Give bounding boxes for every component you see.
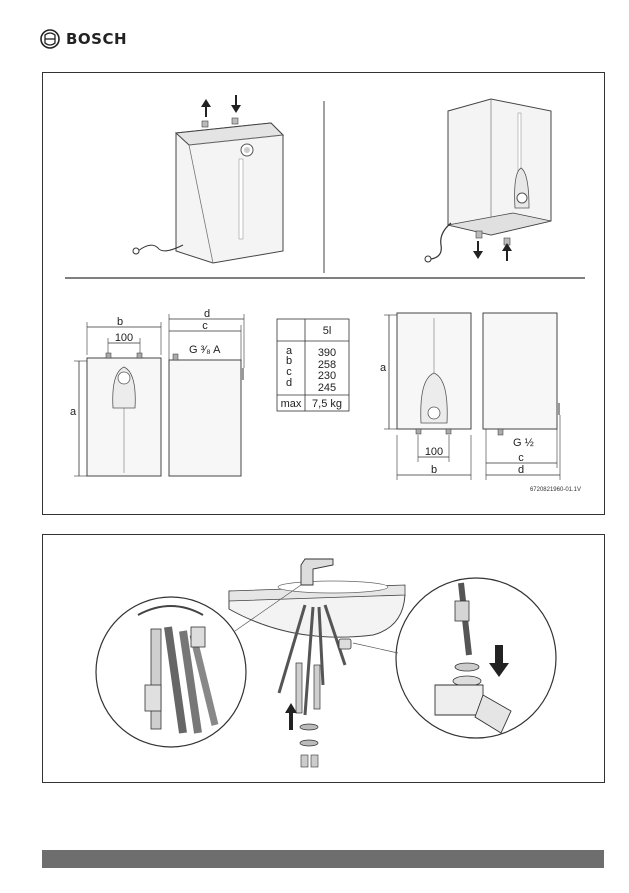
arrow-down-icon [489,645,509,677]
detail-hose-connections [95,584,302,748]
sink-illustration [228,558,406,638]
dim-b-label: b [117,316,123,328]
thread-label-left: G ³⁄₈ A [189,344,221,356]
spec-row-value: 230 [318,370,336,382]
dim-d-label: d [518,464,524,476]
bosch-armature-icon [40,29,60,49]
detail-angle-valve [352,577,557,739]
dim-b-label: b [431,464,437,476]
heater-bottom-connection-illustration [424,98,552,263]
spec-row-label: d [286,377,292,389]
flex-hoses-illustration [277,604,352,768]
arrow-down-icon [231,95,241,113]
dim-a-label: a [70,406,77,418]
front-view-top-connections [74,322,162,477]
arrow-up-icon [502,243,512,261]
arrow-up-icon [285,703,297,730]
dim-100-label: 100 [425,446,443,458]
spec-row-value: 245 [318,382,336,394]
figure-installation-panel [42,534,605,783]
figure-code: 6720821960-01.1V [530,487,581,493]
dimension-drawing: b 100 a d c G ³⁄₈ A 5l a b c d 390 2 [65,95,585,493]
spec-header: 5l [323,325,332,337]
dim-d-label: d [204,308,210,320]
dim-a-label: a [380,362,387,374]
arrow-down-icon [473,241,483,259]
spec-row-label: b [286,355,292,367]
side-view-bottom-connections [482,312,561,480]
brand-name: BOSCH [66,30,128,48]
footer-bar [42,850,604,868]
dim-c-label: c [518,452,524,464]
arrow-up-icon [201,99,211,117]
spec-max-value: 7,5 kg [312,398,342,410]
front-view-bottom-connections [384,312,472,480]
spec-row-value: 258 [318,359,336,371]
brand-header: BOSCH [40,28,127,50]
spec-row-value: 390 [318,347,336,359]
side-view-top-connections [168,314,245,477]
dim-c-label: c [202,320,208,332]
thread-label-right: G ½ [513,437,534,449]
installation-drawing [95,558,557,768]
figure-dimensions-panel: b 100 a d c G ³⁄₈ A 5l a b c d 390 2 [42,72,605,515]
dim-100-label: 100 [115,332,133,344]
spec-row-label: c [286,366,292,378]
spec-row-label: a [286,345,293,357]
heater-top-connection-illustration [132,95,285,264]
spec-table [276,318,350,412]
spec-max-label: max [281,398,302,410]
